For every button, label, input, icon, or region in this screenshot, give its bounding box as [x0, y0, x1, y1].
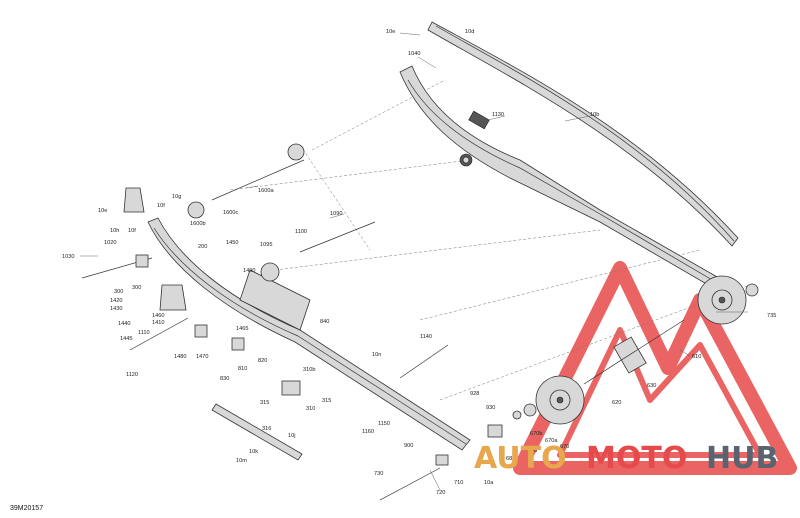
label-1140: 1140 [420, 334, 432, 340]
slider-10j [211, 403, 303, 461]
label-690: 690 [528, 448, 537, 454]
label-1020: 1020 [104, 240, 116, 246]
label-1160: 1160 [362, 429, 374, 435]
label-930: 930 [486, 405, 495, 411]
label-300b: 300 [132, 285, 141, 291]
label-1465: 1465 [236, 326, 248, 332]
label-1445: 1445 [120, 336, 132, 342]
rear-wheel-upper [697, 275, 747, 325]
label-1450: 1450 [226, 240, 238, 246]
label-310b: 310b [303, 367, 315, 373]
label-1420: 1420 [110, 298, 122, 304]
label-10e: 10e [386, 29, 395, 35]
label-670: 670 [560, 444, 569, 450]
label-1600a: 1600a [258, 188, 274, 194]
label-1490: 1490 [243, 268, 255, 274]
label-1110: 1110 [138, 330, 150, 336]
watermark-text: AUTO MOTO HUB [474, 441, 778, 476]
upper-rail-assembly [399, 65, 741, 301]
watermark-hub: HUB [706, 441, 778, 476]
label-315a: 315 [260, 400, 269, 406]
label-610: 610 [692, 354, 701, 360]
label-1470: 1470 [196, 354, 208, 360]
label-670a: 670a [545, 438, 558, 444]
drawing-code: 39M20157 [10, 505, 43, 512]
label-1090: 1090 [330, 211, 342, 217]
label-1600c: 1600c [223, 210, 238, 216]
label-10b: 10b [590, 112, 599, 118]
label-10a: 10a [484, 480, 494, 486]
label-1430: 1430 [110, 306, 122, 312]
label-300a: 300 [114, 289, 123, 295]
label-1480: 1480 [174, 354, 186, 360]
label-1150: 1150 [378, 421, 390, 427]
label-10d: 10d [465, 29, 474, 35]
rear-wheel-lower [535, 375, 585, 425]
label-680: 680 [506, 456, 515, 462]
label-315b: 315 [322, 398, 331, 404]
watermark-moto: MOTO [586, 441, 687, 476]
label-1040: 1040 [408, 51, 420, 57]
label-830: 830 [220, 376, 229, 382]
label-900: 900 [404, 443, 413, 449]
label-200: 200 [198, 244, 207, 250]
label-10n: 10n [372, 352, 381, 358]
watermark-logo [513, 261, 797, 475]
label-10f: 10f [157, 203, 165, 209]
label-10m: 10m [236, 458, 247, 464]
label-720: 720 [436, 490, 445, 496]
label-1095: 1095 [260, 242, 272, 248]
label-670b: 670b [530, 431, 542, 437]
label-820: 820 [258, 358, 267, 364]
slide-rail-10b [427, 21, 739, 247]
label-735: 735 [767, 313, 776, 319]
label-1410: 1410 [152, 320, 164, 326]
label-620: 620 [612, 400, 621, 406]
label-310: 310 [306, 406, 315, 412]
label-1460: 1460 [152, 313, 164, 319]
label-1600b: 1600b [190, 221, 206, 227]
leader-lines [80, 32, 748, 491]
label-630: 630 [647, 383, 656, 389]
label-1100: 1100 [295, 229, 307, 235]
label-10h: 10h [110, 228, 119, 234]
label-730: 730 [374, 471, 383, 477]
label-10e-2: 10e [98, 208, 107, 214]
small-parts [123, 187, 503, 466]
label-316: 316 [262, 426, 271, 432]
watermark-auto: AUTO [474, 441, 567, 476]
label-1120: 1120 [126, 372, 138, 378]
part-labels: 10e 10d 1040 1130 10b 1600a 10g 10e 10f … [62, 29, 776, 496]
label-10g: 10g [172, 194, 181, 200]
label-810: 810 [238, 366, 247, 372]
label-10f-2: 10f [128, 228, 136, 234]
label-10j: 10j [288, 433, 295, 439]
main-rail-10a [147, 217, 471, 451]
label-1440: 1440 [118, 321, 130, 327]
idler-wheels [187, 143, 759, 420]
label-1030: 1030 [62, 254, 74, 260]
label-840: 840 [320, 319, 329, 325]
label-10k: 10k [249, 449, 258, 455]
label-710: 710 [454, 480, 463, 486]
label-1130: 1130 [492, 112, 504, 118]
label-928: 928 [470, 391, 479, 397]
